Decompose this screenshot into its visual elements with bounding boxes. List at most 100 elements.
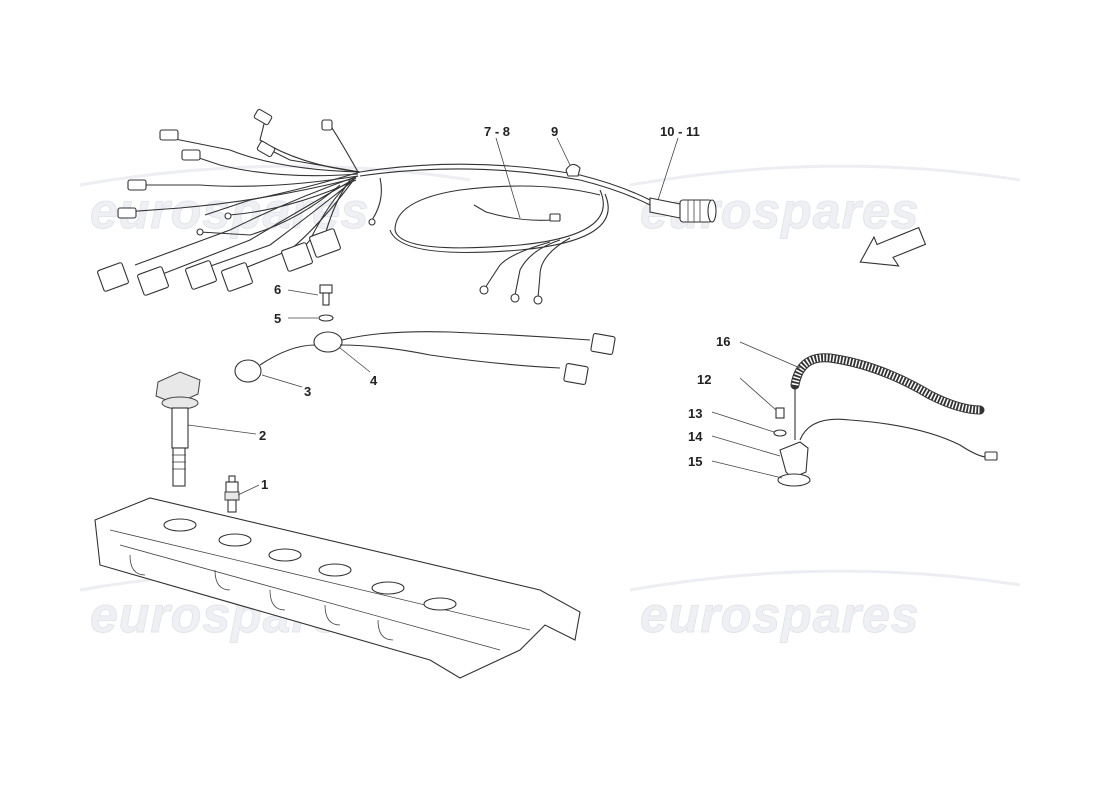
connector-plug xyxy=(159,129,179,141)
leader-13 xyxy=(711,411,775,433)
harness-loop xyxy=(389,193,609,254)
watermark-bottom-right: eurospares xyxy=(640,587,920,643)
coil-tube xyxy=(171,407,189,449)
harness-branch xyxy=(259,119,361,173)
ring-terminal xyxy=(368,218,376,226)
sensor-wire xyxy=(341,331,591,341)
connector-plug xyxy=(321,119,333,131)
plug-hex xyxy=(224,491,240,501)
wiring-harness xyxy=(97,108,717,305)
callout-16: 16 xyxy=(716,334,730,349)
spark-plug-bore xyxy=(218,533,252,547)
callout-1: 1 xyxy=(261,477,268,492)
spark-plug-bore xyxy=(318,563,352,577)
sensor-connector xyxy=(590,332,616,356)
spark-plug-bore xyxy=(163,518,197,532)
spark-plug-bore xyxy=(423,597,457,611)
harness-branch xyxy=(229,179,357,216)
cover-bolt-bosses xyxy=(129,554,394,641)
plug-insulator xyxy=(225,481,239,493)
harness-branch xyxy=(371,177,382,221)
knock-sensor-3 xyxy=(234,359,262,383)
plug-terminal xyxy=(228,475,236,483)
knock-sensors xyxy=(234,284,616,386)
callout-10-11: 10 - 11 xyxy=(660,124,700,139)
leader-7-8 xyxy=(495,137,521,219)
callout-6: 6 xyxy=(274,282,281,297)
spark-plug-bore xyxy=(371,581,405,595)
leader-1 xyxy=(237,484,260,496)
leader-6 xyxy=(287,289,319,296)
ring-terminal xyxy=(196,228,204,236)
connector-block xyxy=(281,242,313,272)
harness-branch xyxy=(169,137,361,173)
connector-plug xyxy=(253,108,273,126)
leader-16 xyxy=(739,341,801,369)
ignition-coil xyxy=(155,371,201,487)
coil-seal xyxy=(161,396,199,410)
plug-thread xyxy=(227,499,237,513)
sensor-connector xyxy=(984,451,998,461)
connector-plug xyxy=(127,179,147,191)
callout-5: 5 xyxy=(274,311,281,326)
callout-14: 14 xyxy=(688,429,703,444)
cam-cover xyxy=(94,497,581,679)
callout-4: 4 xyxy=(370,373,378,388)
harness-loop xyxy=(394,185,604,249)
harness-branch xyxy=(135,175,359,187)
harness-branch xyxy=(189,154,359,177)
leader-10-11 xyxy=(657,137,679,201)
leader-lines xyxy=(187,137,801,496)
sensor-body-14 xyxy=(779,441,809,479)
coil-boot xyxy=(172,447,186,487)
sensor-assembly xyxy=(773,353,998,487)
connector-block xyxy=(221,262,253,292)
harness-branch xyxy=(329,124,359,173)
washer xyxy=(318,314,334,322)
connector-block xyxy=(309,228,341,258)
main-connector xyxy=(679,199,713,223)
leader-9 xyxy=(556,137,571,166)
callout-2: 2 xyxy=(259,428,266,443)
callout-13: 13 xyxy=(688,406,702,421)
leader-15 xyxy=(711,460,783,479)
ring-terminal xyxy=(533,295,543,305)
harness-branch xyxy=(269,149,361,173)
callout-7-8: 7 - 8 xyxy=(484,124,510,139)
watermark-swoosh xyxy=(629,164,1021,187)
coil-head xyxy=(155,371,201,405)
callout-12: 12 xyxy=(697,372,711,387)
sensor-connector xyxy=(563,362,589,386)
sensor-wire xyxy=(339,344,561,369)
cam-cover-edge xyxy=(109,529,531,631)
connector-plug xyxy=(256,140,276,158)
bolt-head xyxy=(319,284,333,294)
harness-branch xyxy=(537,237,571,299)
harness-branch xyxy=(514,239,561,296)
sensor-wire xyxy=(799,418,986,458)
harness-trunk xyxy=(359,168,651,206)
connector-block xyxy=(97,262,129,292)
harness-trunk xyxy=(359,163,651,201)
knock-sensor-4 xyxy=(313,331,343,353)
leader-4 xyxy=(339,347,371,373)
cam-cover-edge xyxy=(119,544,501,651)
washer-13 xyxy=(773,429,787,437)
corrugated-hose-outline xyxy=(790,353,985,415)
leader-12 xyxy=(739,377,777,411)
spark-plug xyxy=(224,475,240,513)
small-wire-connector xyxy=(549,213,561,222)
connector-block xyxy=(185,260,217,290)
bolt-shank xyxy=(322,292,330,306)
small-wire-7-8 xyxy=(473,204,553,221)
direction-arrow-icon xyxy=(859,226,927,267)
leader-14 xyxy=(711,435,781,457)
main-connector-end xyxy=(707,199,717,223)
leader-3 xyxy=(261,374,303,388)
ring-terminal xyxy=(510,293,520,303)
sensor-wire xyxy=(259,344,316,366)
screw-12 xyxy=(775,407,785,419)
spark-plug-bore xyxy=(268,548,302,562)
connector-plug xyxy=(117,207,137,219)
callout-9: 9 xyxy=(551,124,558,139)
